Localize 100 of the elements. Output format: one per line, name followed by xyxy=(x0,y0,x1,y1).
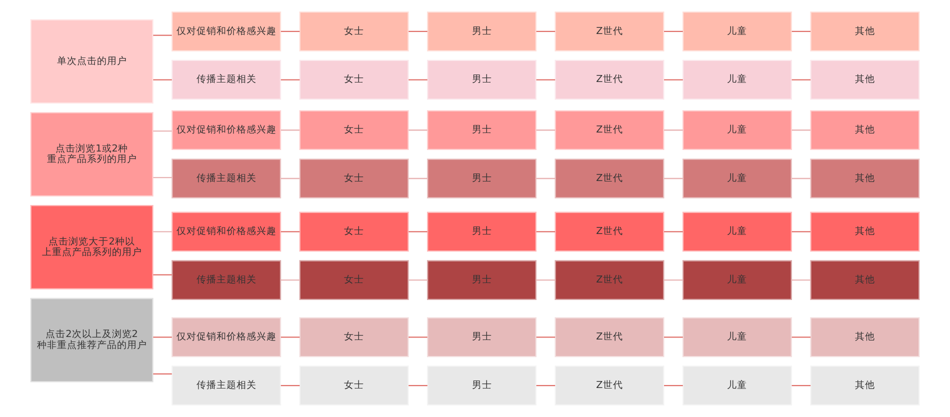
connector xyxy=(280,130,300,131)
connector xyxy=(536,280,556,281)
connector xyxy=(536,79,556,80)
node-box: 男士 xyxy=(427,110,537,150)
connector xyxy=(153,130,172,132)
connector xyxy=(408,130,428,131)
connector xyxy=(153,336,172,338)
node-box: 男士 xyxy=(427,366,537,406)
node-box: 男士 xyxy=(427,12,537,52)
node-box: Z世代 xyxy=(554,110,664,150)
node-box: 儿童 xyxy=(682,317,792,358)
connector xyxy=(153,176,172,178)
connector xyxy=(280,178,300,180)
node-box: 传播主题相关 xyxy=(172,158,282,198)
connector xyxy=(280,79,300,80)
node-box: Z世代 xyxy=(554,158,664,198)
connector xyxy=(280,231,300,232)
node-box: 其他 xyxy=(810,366,920,406)
connector xyxy=(153,274,172,276)
node-box: 其他 xyxy=(810,12,920,52)
node-box: 传播主题相关 xyxy=(172,260,282,300)
node-box: 女士 xyxy=(299,12,409,52)
connector xyxy=(536,336,556,338)
node-box: 传播主题相关 xyxy=(172,366,282,406)
node-box: 男士 xyxy=(427,260,537,300)
connector xyxy=(536,30,556,32)
connector xyxy=(153,231,172,232)
connector xyxy=(280,30,300,32)
connector xyxy=(792,79,811,80)
node-box: 其他 xyxy=(810,260,920,300)
connector xyxy=(664,280,683,281)
node-box: Z世代 xyxy=(554,212,664,252)
connector xyxy=(664,178,683,180)
connector xyxy=(664,30,683,32)
node-box: Z世代 xyxy=(554,317,664,358)
node-box: 其他 xyxy=(810,60,920,100)
node-box: 仅对促销和价格感兴趣 xyxy=(172,317,282,358)
node-box: 点击浏览大于2种以上重点产品系列的用户 xyxy=(30,205,154,290)
connector xyxy=(664,79,683,80)
connector xyxy=(280,385,300,386)
node-box: 男士 xyxy=(427,158,537,198)
connector xyxy=(664,336,683,338)
connector xyxy=(792,231,811,232)
connector xyxy=(153,373,172,375)
connector xyxy=(792,30,811,32)
connector xyxy=(408,231,428,232)
node-box: 单次点击的用户 xyxy=(30,19,154,104)
node-box: 男士 xyxy=(427,317,537,358)
node-box: 儿童 xyxy=(682,158,792,198)
connector xyxy=(664,385,683,386)
node-box: 其他 xyxy=(810,317,920,358)
node-box: 儿童 xyxy=(682,12,792,52)
connector xyxy=(153,34,172,36)
node-box: Z世代 xyxy=(554,12,664,52)
connector xyxy=(536,385,556,386)
node-box: 仅对促销和价格感兴趣 xyxy=(172,212,282,252)
connector xyxy=(280,280,300,281)
node-box: Z世代 xyxy=(554,60,664,100)
connector xyxy=(664,130,683,131)
node-box: 女士 xyxy=(299,158,409,198)
node-box: 女士 xyxy=(299,260,409,300)
node-box: Z世代 xyxy=(554,260,664,300)
connector xyxy=(536,130,556,131)
node-box: 女士 xyxy=(299,212,409,252)
node-box: 儿童 xyxy=(682,60,792,100)
connector xyxy=(408,178,428,180)
connector xyxy=(408,336,428,338)
node-box: 点击2次以上及浏览2种非重点推荐产品的用户 xyxy=(30,298,154,382)
node-box: Z世代 xyxy=(554,366,664,406)
node-box: 儿童 xyxy=(682,110,792,150)
node-box: 男士 xyxy=(427,60,537,100)
connector xyxy=(153,79,172,80)
node-box: 点击浏览1或2种重点产品系列的用户 xyxy=(30,112,154,196)
connector xyxy=(792,336,811,338)
connector xyxy=(408,30,428,32)
node-box: 女士 xyxy=(299,110,409,150)
connector xyxy=(536,178,556,180)
node-box: 其他 xyxy=(810,158,920,198)
node-box: 儿童 xyxy=(682,212,792,252)
connector xyxy=(408,385,428,386)
connector xyxy=(792,130,811,131)
connector xyxy=(792,178,811,180)
connector xyxy=(792,385,811,386)
connector xyxy=(792,280,811,281)
connector xyxy=(280,336,300,338)
node-box: 儿童 xyxy=(682,366,792,406)
connector xyxy=(536,231,556,232)
node-box: 其他 xyxy=(810,110,920,150)
node-box: 女士 xyxy=(299,366,409,406)
connector xyxy=(408,79,428,80)
node-box: 仅对促销和价格感兴趣 xyxy=(172,110,282,150)
node-box: 其他 xyxy=(810,212,920,252)
node-box: 男士 xyxy=(427,212,537,252)
connector xyxy=(664,231,683,232)
node-box: 仅对促销和价格感兴趣 xyxy=(172,12,282,52)
node-box: 儿童 xyxy=(682,260,792,300)
node-box: 女士 xyxy=(299,60,409,100)
node-box: 女士 xyxy=(299,317,409,358)
connector xyxy=(408,280,428,281)
node-box: 传播主题相关 xyxy=(172,60,282,100)
